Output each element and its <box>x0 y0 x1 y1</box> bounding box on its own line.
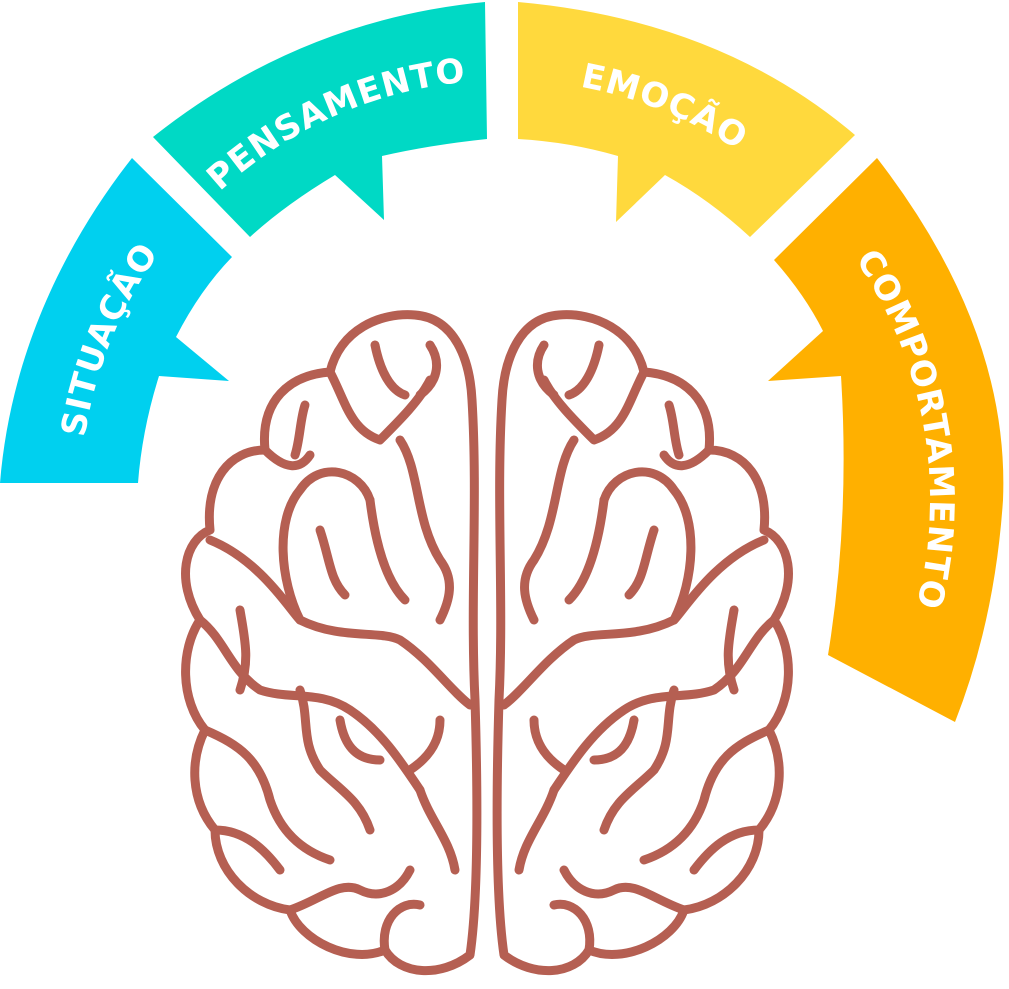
segment-comportamento: COMPORTAMENTO <box>768 158 1004 722</box>
speech-bubble-emocao <box>518 2 855 237</box>
segment-pensamento: PENSAMENTO <box>153 2 487 237</box>
speech-bubble-pensamento <box>153 2 487 237</box>
segment-situacao: SITUAÇÃO <box>0 158 232 483</box>
brain-left-hemisphere <box>181 310 482 976</box>
brain-icon <box>181 310 789 976</box>
brain-right-hemisphere <box>497 315 788 971</box>
speech-bubble-comportamento <box>768 158 1004 722</box>
segment-emocao: EMOÇÃO <box>518 2 855 237</box>
speech-bubble-situacao <box>0 158 232 483</box>
